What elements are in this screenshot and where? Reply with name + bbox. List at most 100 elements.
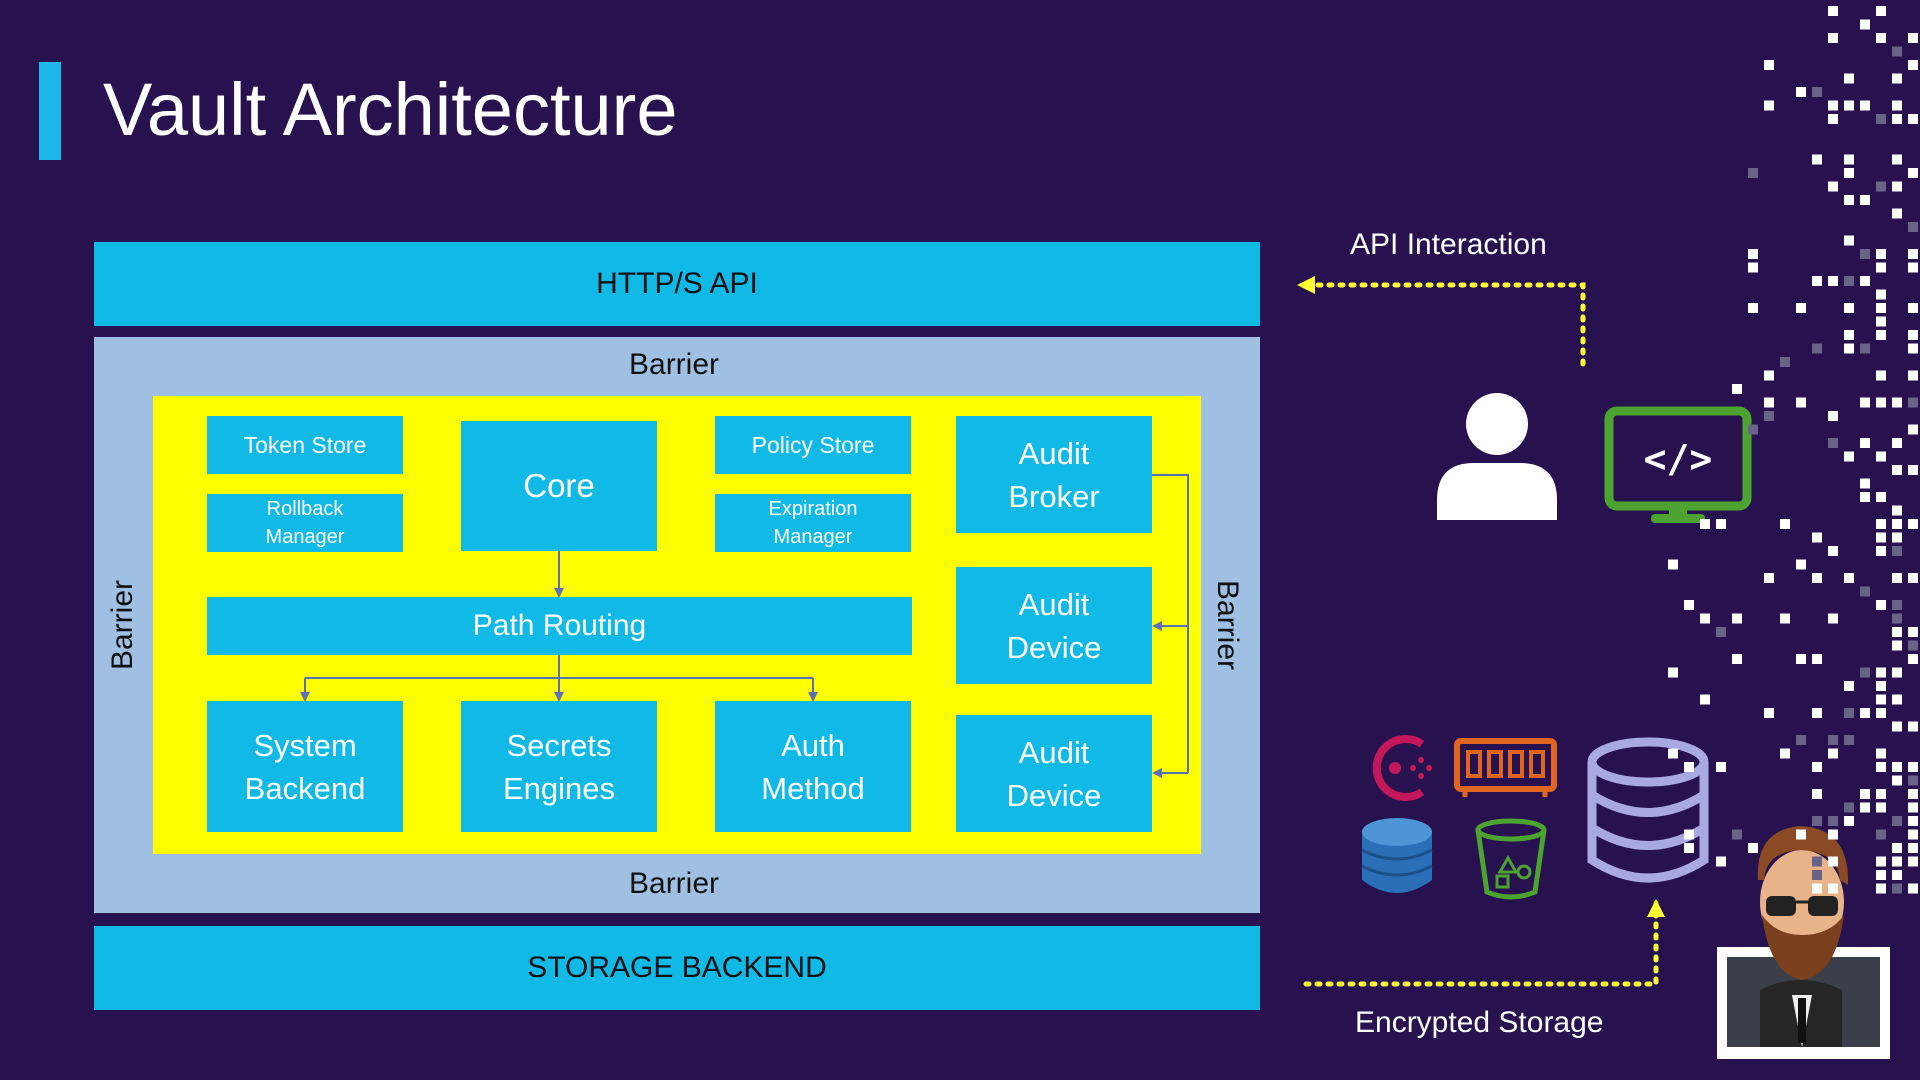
pixel-square <box>1876 519 1886 529</box>
pixel-square <box>1908 249 1918 259</box>
pixel-square <box>1828 276 1838 286</box>
token-store-box: Token Store <box>207 416 403 474</box>
pixel-square <box>1908 721 1918 732</box>
secrets-engines-box: Secrets Engines <box>461 701 657 832</box>
pixel-square <box>1844 343 1854 354</box>
pixel-square <box>1908 816 1918 826</box>
http-api-layer: HTTP/S API <box>94 242 1260 326</box>
pixel-square <box>1828 883 1838 894</box>
pixel-square <box>1908 60 1918 70</box>
pixel-square <box>1908 343 1918 354</box>
pixel-square <box>1892 775 1902 786</box>
pixel-square <box>1684 829 1694 840</box>
pixel-square <box>1812 532 1822 543</box>
pixel-square <box>1876 397 1886 408</box>
pixel-square <box>1892 721 1902 732</box>
pixel-square <box>1844 100 1854 111</box>
pixel-square <box>1892 73 1902 84</box>
pixel-square <box>1716 627 1726 637</box>
pixel-square <box>1860 100 1870 111</box>
pixel-square <box>1892 600 1902 610</box>
pixel-square <box>1892 154 1902 165</box>
pixel-square <box>1876 546 1886 556</box>
pixel-square <box>1908 168 1918 178</box>
pixel-square <box>1844 573 1854 583</box>
code-symbol: </> <box>1643 436 1713 481</box>
pixel-square <box>1668 748 1678 759</box>
pixel-square <box>1908 789 1918 799</box>
pixel-square <box>1908 843 1918 853</box>
pixel-square <box>1812 343 1822 354</box>
core-box: Core <box>461 421 657 551</box>
pixel-square <box>1860 492 1870 502</box>
pixel-square <box>1764 397 1774 408</box>
pixel-square <box>1908 775 1918 786</box>
pixel-square <box>1876 316 1886 327</box>
pixel-square <box>1892 181 1902 192</box>
pixel-square <box>1876 303 1886 313</box>
pixel-square <box>1844 816 1854 826</box>
pixel-square <box>1860 195 1870 205</box>
pixel-square <box>1812 816 1822 826</box>
pixel-square <box>1892 532 1902 543</box>
pixel-square <box>1796 735 1806 745</box>
pixel-square <box>1844 168 1854 178</box>
pixel-square <box>1716 762 1726 772</box>
pixel-square <box>1844 802 1854 813</box>
api-interaction-dotted-arrow <box>1297 276 1586 367</box>
pixel-square <box>1876 694 1886 705</box>
pixel-square <box>1908 883 1918 894</box>
pixel-square <box>1748 424 1758 435</box>
pixel-square <box>1860 276 1870 286</box>
pixel-square <box>1828 100 1838 111</box>
pixel-square <box>1764 370 1774 381</box>
pixel-square <box>1828 735 1838 745</box>
rollback-manager-box: Rollback Manager <box>207 494 403 552</box>
pixel-square <box>1860 438 1870 448</box>
pixel-square <box>1860 397 1870 408</box>
pixel-square <box>1892 114 1902 124</box>
pixel-square <box>1812 573 1822 583</box>
pixel-square <box>1764 100 1774 111</box>
pixel-square <box>1812 276 1822 286</box>
pixel-square <box>1908 465 1918 475</box>
pixel-square <box>1732 384 1742 394</box>
storage-backend-layer: STORAGE BACKEND <box>94 926 1260 1010</box>
pixel-square <box>1684 843 1694 853</box>
pixel-square <box>1876 762 1886 772</box>
bucket-icon <box>1475 818 1547 900</box>
title-accent-bar <box>39 62 61 160</box>
pixel-square <box>1892 856 1902 867</box>
pixel-square <box>1892 438 1902 448</box>
pixel-square <box>1892 870 1902 880</box>
pixel-square <box>1892 667 1902 678</box>
pixel-square <box>1908 802 1918 813</box>
pixel-square <box>1908 519 1918 529</box>
pixel-square <box>1892 627 1902 637</box>
pixel-square <box>1876 789 1886 799</box>
pixel-square <box>1812 870 1822 880</box>
pixel-square <box>1876 492 1886 502</box>
pixel-square <box>1860 343 1870 354</box>
pixel-square <box>1828 33 1838 43</box>
database-icon <box>1587 737 1709 883</box>
audit-broker-connector <box>1152 474 1189 773</box>
pixel-square <box>1908 856 1918 867</box>
pixel-square <box>1844 708 1854 718</box>
pixel-square <box>1876 802 1886 813</box>
pixel-square <box>1892 883 1902 894</box>
pixel-square <box>1908 829 1918 840</box>
pixel-square <box>1828 829 1838 840</box>
expiration-manager-box: Expiration Manager <box>715 494 911 552</box>
pixel-square <box>1828 613 1838 624</box>
memory-icon <box>1454 738 1557 797</box>
pixel-square <box>1780 357 1790 367</box>
pixel-square <box>1892 519 1902 529</box>
pixel-square <box>1892 505 1902 516</box>
pixel-square <box>1764 411 1774 421</box>
pixel-square <box>1908 573 1918 583</box>
audit-device-box-2: Audit Device <box>956 715 1152 832</box>
path-routing-box: Path Routing <box>207 597 912 655</box>
pixel-square <box>1828 816 1838 826</box>
pixel-square <box>1796 397 1806 408</box>
